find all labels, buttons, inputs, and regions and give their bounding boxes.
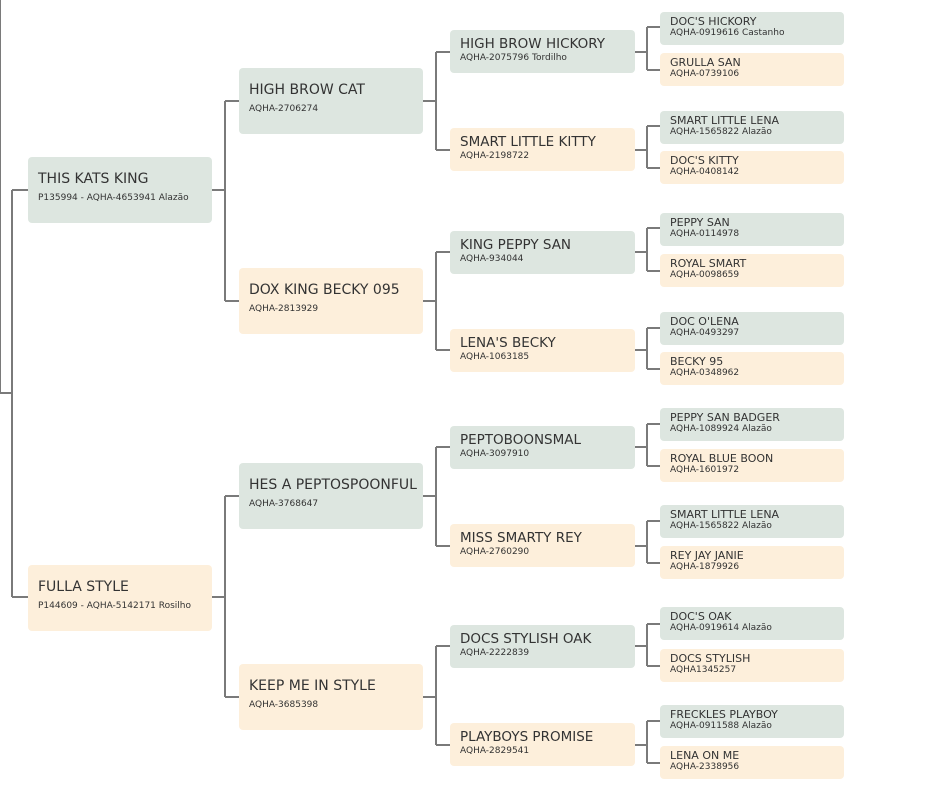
horse-name: ROYAL BLUE BOON bbox=[670, 452, 774, 465]
horse-registration: AQHA-1565822 Alazão bbox=[670, 127, 772, 137]
horse-registration: AQHA-2813929 bbox=[249, 304, 319, 314]
great-grandparent-box[interactable]: LENA'S BECKY AQHA-1063185 bbox=[450, 329, 635, 372]
great-grandparent-box[interactable]: HIGH BROW HICKORY AQHA-2075796 Tordilho bbox=[450, 30, 635, 73]
great-great-grandparent-box[interactable]: DOCS STYLISH AQHA1345257 bbox=[660, 649, 844, 682]
horse-name: LENA'S BECKY bbox=[460, 335, 556, 351]
paternal-grandsire-box[interactable]: HIGH BROW CAT AQHA-2706274 bbox=[239, 68, 423, 134]
sire-box[interactable]: THIS KATS KING P135994 - AQHA-4653941 Al… bbox=[28, 157, 212, 223]
horse-name: PEPPY SAN BADGER bbox=[670, 411, 780, 424]
great-great-grandparent-box[interactable]: REY JAY JANIE AQHA-1879926 bbox=[660, 546, 844, 579]
great-great-grandparent-box[interactable]: DOC'S KITTY AQHA-0408142 bbox=[660, 151, 844, 184]
horse-registration: AQHA1345257 bbox=[670, 665, 737, 675]
horse-name: SMART LITTLE KITTY bbox=[460, 134, 596, 150]
horse-registration: AQHA-0919616 Castanho bbox=[670, 28, 785, 38]
horse-name: ROYAL SMART bbox=[670, 257, 747, 270]
horse-name: HES A PEPTOSPOONFUL bbox=[249, 477, 417, 493]
horse-name: BECKY 95 bbox=[670, 355, 724, 368]
great-grandparent-box[interactable]: PLAYBOYS PROMISE AQHA-2829541 bbox=[450, 723, 635, 766]
horse-registration: AQHA-934044 bbox=[460, 254, 524, 264]
horse-name: DOC'S KITTY bbox=[670, 154, 739, 167]
horse-name: LENA ON ME bbox=[670, 749, 740, 762]
horse-name: GRULLA SAN bbox=[670, 56, 741, 69]
horse-name: DOC'S HICKORY bbox=[670, 15, 757, 28]
root-connector bbox=[0, 0, 12, 394]
horse-registration: AQHA-2222839 bbox=[460, 648, 530, 658]
great-great-grandparent-box[interactable]: DOC'S OAK AQHA-0919614 Alazão bbox=[660, 607, 844, 640]
horse-registration: AQHA-2706274 bbox=[249, 104, 319, 114]
great-great-grandparent-box[interactable]: PEPPY SAN AQHA-0114978 bbox=[660, 213, 844, 246]
horse-name: DOC'S OAK bbox=[670, 610, 732, 623]
horse-registration: AQHA-2198722 bbox=[460, 151, 530, 161]
great-great-grandparent-box[interactable]: ROYAL BLUE BOON AQHA-1601972 bbox=[660, 449, 844, 482]
great-great-grandparent-box[interactable]: PEPPY SAN BADGER AQHA-1089924 Alazão bbox=[660, 408, 844, 441]
horse-registration: AQHA-0493297 bbox=[670, 328, 740, 338]
great-grandparent-box[interactable]: DOCS STYLISH OAK AQHA-2222839 bbox=[450, 625, 635, 668]
horse-name: FRECKLES PLAYBOY bbox=[670, 708, 778, 721]
horse-registration: AQHA-1089924 Alazão bbox=[670, 424, 772, 434]
horse-registration: AQHA-1601972 bbox=[670, 465, 740, 475]
maternal-grandsire-box[interactable]: HES A PEPTOSPOONFUL AQHA-3768647 bbox=[239, 463, 423, 529]
horse-registration: AQHA-1063185 bbox=[460, 352, 530, 362]
horse-registration: AQHA-2760290 bbox=[460, 547, 530, 557]
horse-registration: AQHA-1565822 Alazão bbox=[670, 521, 772, 531]
great-grandparent-box[interactable]: KING PEPPY SAN AQHA-934044 bbox=[450, 231, 635, 274]
great-great-grandparent-box[interactable]: SMART LITTLE LENA AQHA-1565822 Alazão bbox=[660, 505, 844, 538]
horse-name: PLAYBOYS PROMISE bbox=[460, 729, 594, 745]
great-grandparent-box[interactable]: MISS SMARTY REY AQHA-2760290 bbox=[450, 524, 635, 567]
horse-registration: AQHA-1879926 bbox=[670, 562, 740, 572]
great-great-grandparent-box[interactable]: FRECKLES PLAYBOY AQHA-0911588 Alazão bbox=[660, 705, 844, 738]
horse-name: HIGH BROW HICKORY bbox=[460, 36, 606, 52]
horse-name: PEPPY SAN bbox=[670, 216, 730, 229]
great-grandparent-box[interactable]: SMART LITTLE KITTY AQHA-2198722 bbox=[450, 128, 635, 171]
horse-registration: AQHA-2075796 Tordilho bbox=[460, 53, 567, 63]
horse-name: MISS SMARTY REY bbox=[460, 530, 582, 546]
horse-name: DOX KING BECKY 095 bbox=[249, 282, 400, 298]
great-great-grandparent-box[interactable]: SMART LITTLE LENA AQHA-1565822 Alazão bbox=[660, 111, 844, 144]
horse-registration: AQHA-3097910 bbox=[460, 449, 530, 459]
horse-registration: P144609 - AQHA-5142171 Rosilho bbox=[38, 601, 192, 611]
great-great-grandparent-box[interactable]: DOC O'LENA AQHA-0493297 bbox=[660, 312, 844, 345]
horse-name: HIGH BROW CAT bbox=[249, 82, 365, 98]
great-great-grandparent-box[interactable]: DOC'S HICKORY AQHA-0919616 Castanho bbox=[660, 12, 844, 45]
horse-name: DOCS STYLISH bbox=[670, 652, 751, 665]
horse-registration: AQHA-0739106 bbox=[670, 69, 740, 79]
paternal-granddam-box[interactable]: DOX KING BECKY 095 AQHA-2813929 bbox=[239, 268, 423, 334]
horse-registration: AQHA-0348962 bbox=[670, 368, 740, 378]
horse-name: SMART LITTLE LENA bbox=[670, 508, 780, 521]
horse-registration: AQHA-0919614 Alazão bbox=[670, 623, 772, 633]
horse-name: FULLA STYLE bbox=[38, 579, 129, 595]
horse-name: PEPTOBOONSMAL bbox=[460, 432, 582, 448]
great-great-grandparent-box[interactable]: GRULLA SAN AQHA-0739106 bbox=[660, 53, 844, 86]
great-great-grandparent-box[interactable]: LENA ON ME AQHA-2338956 bbox=[660, 746, 844, 779]
horse-registration: AQHA-0114978 bbox=[670, 229, 740, 239]
horse-name: THIS KATS KING bbox=[38, 171, 149, 187]
horse-registration: AQHA-0911588 Alazão bbox=[670, 721, 772, 731]
horse-registration: AQHA-0098659 bbox=[670, 270, 740, 280]
horse-name: SMART LITTLE LENA bbox=[670, 114, 780, 127]
horse-registration: AQHA-0408142 bbox=[670, 167, 740, 177]
great-great-grandparent-box[interactable]: BECKY 95 AQHA-0348962 bbox=[660, 352, 844, 385]
horse-name: KING PEPPY SAN bbox=[460, 237, 572, 253]
great-great-grandparent-box[interactable]: ROYAL SMART AQHA-0098659 bbox=[660, 254, 844, 287]
horse-registration: AQHA-2338956 bbox=[670, 762, 740, 772]
horse-name: REY JAY JANIE bbox=[670, 549, 744, 562]
horse-registration: AQHA-3685398 bbox=[249, 700, 319, 710]
maternal-granddam-box[interactable]: KEEP ME IN STYLE AQHA-3685398 bbox=[239, 664, 423, 730]
horse-name: DOC O'LENA bbox=[670, 315, 739, 328]
horse-registration: AQHA-2829541 bbox=[460, 746, 530, 756]
horse-registration: P135994 - AQHA-4653941 Alazão bbox=[38, 193, 189, 203]
horse-name: KEEP ME IN STYLE bbox=[249, 678, 376, 694]
great-grandparent-box[interactable]: PEPTOBOONSMAL AQHA-3097910 bbox=[450, 426, 635, 469]
horse-name: DOCS STYLISH OAK bbox=[460, 631, 592, 647]
horse-registration: AQHA-3768647 bbox=[249, 499, 319, 509]
dam-box[interactable]: FULLA STYLE P144609 - AQHA-5142171 Rosil… bbox=[28, 565, 212, 631]
